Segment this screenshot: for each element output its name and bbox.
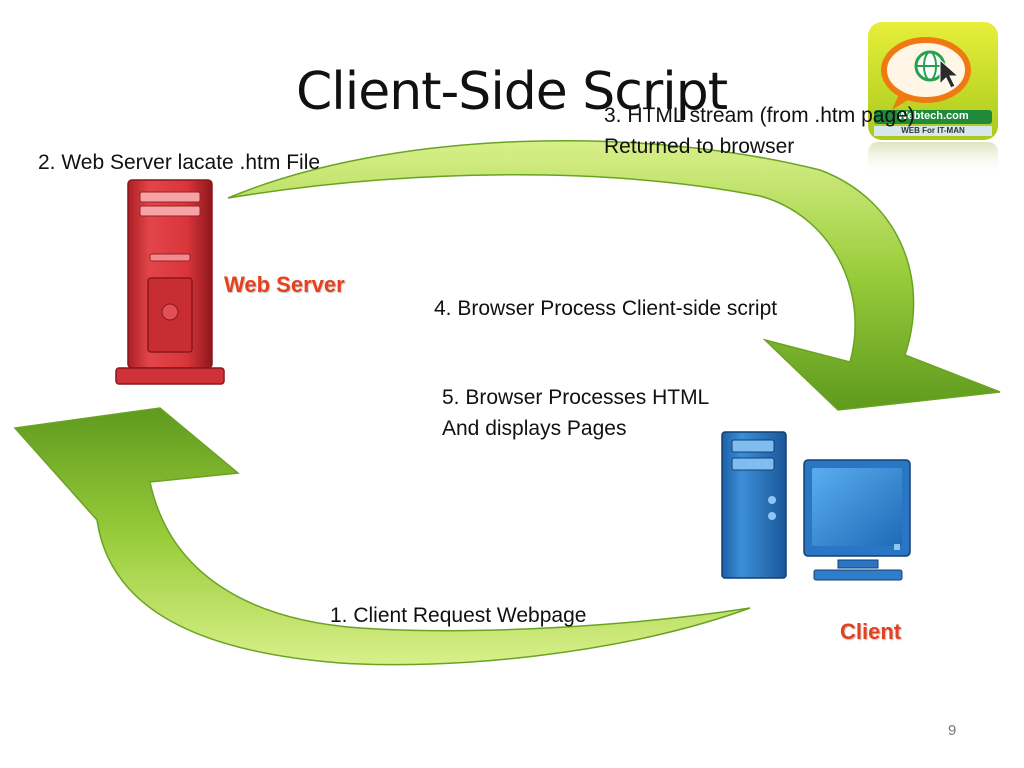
step-2-text: 2. Web Server lacate .htm File — [38, 151, 321, 174]
step-1-text: 1. Client Request Webpage — [330, 604, 587, 627]
web-server-icon — [112, 178, 228, 393]
web-server-label: Web Server — [224, 272, 345, 297]
client-computer-icon — [718, 428, 914, 591]
client-label: Client — [840, 619, 902, 644]
logo-subtitle: WEB For IT-MAN — [901, 126, 965, 135]
page-number: 9 — [948, 722, 957, 739]
logo-graphic — [868, 22, 998, 176]
step-3-text-line2: Returned to browser — [604, 135, 795, 158]
step-5-text-line2: And displays Pages — [442, 417, 627, 440]
webtech-logo: Webtech.com WEB For IT-MAN — [866, 20, 1000, 176]
arrow-client-to-server — [13, 407, 751, 666]
step-3-text-line1: 3. HTML stream (from .htm page) — [604, 104, 915, 127]
step-5-text-line1: 5. Browser Processes HTML — [442, 386, 710, 409]
logo-title: Webtech.com — [897, 110, 969, 122]
arrow-server-to-client — [227, 139, 1001, 411]
step-4-text: 4. Browser Process Client-side script — [434, 297, 778, 320]
slide-title: Client-Side Script — [296, 62, 728, 122]
